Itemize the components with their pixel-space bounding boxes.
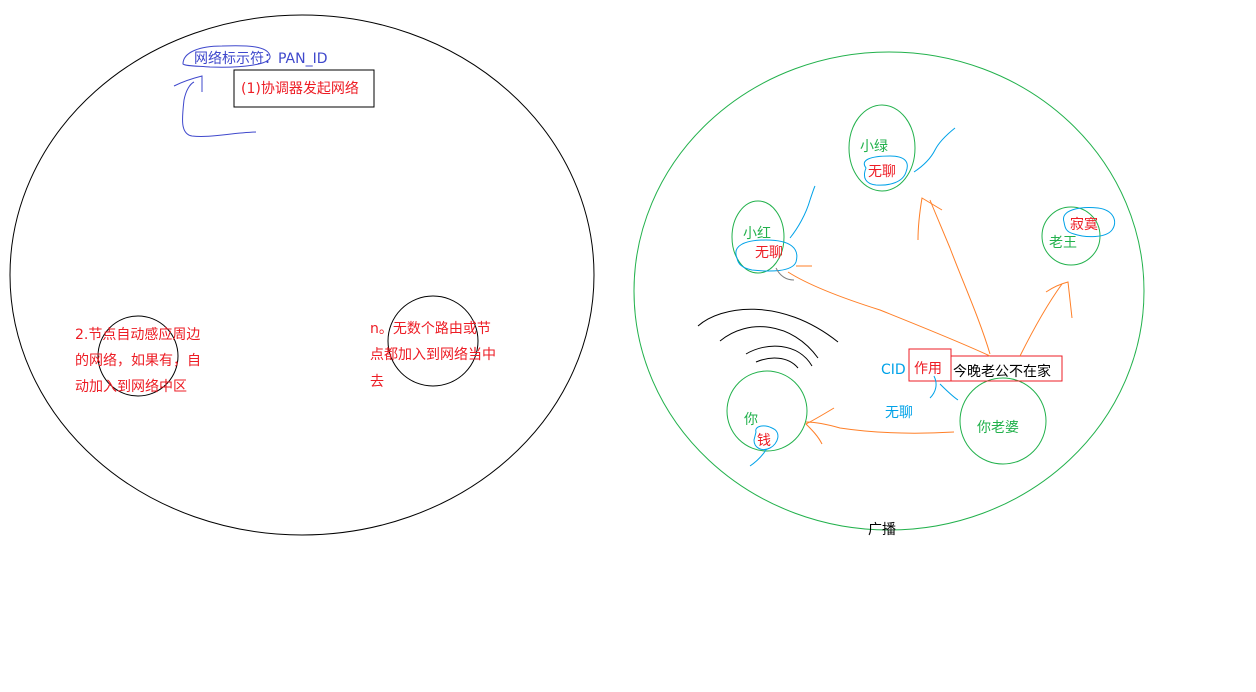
xiaohong-label: 小红 [743,226,771,242]
broadcast-boundary-ellipse [633,51,1145,531]
xiaolv-label: 小绿 [860,139,888,155]
arrow-to-you [805,421,955,434]
you-money-scribble [753,425,779,451]
signal-wave-icon [697,308,839,369]
router-note-line-3: 去 [370,374,384,390]
xiaohong-circle [731,200,785,274]
wife-circle [959,377,1047,465]
pan-id-label: 网络标示符：PAN_ID [194,51,328,67]
arrow-to-you-head [805,407,835,445]
arrow-to-xiaolv-head [917,197,943,241]
wife-mood-label: 无聊 [885,405,913,421]
coordinator-label: (1)协调器发起网络 [241,81,359,97]
xiaohong-antenna [789,185,816,239]
cid-label: CID [881,362,906,378]
xiaohong-tail [775,267,795,281]
coordinator-box [233,69,375,108]
end-node-note-line-1: 2.节点自动感应周边 [75,326,200,343]
end-node-note-line-3: 动加入到网络中区 [75,379,187,395]
end-node-circle [97,315,179,397]
xiaolv-circle [848,104,916,192]
message-box [950,355,1063,382]
router-note-line-2: 点都加入到网络当中 [370,347,496,363]
you-money-tail [749,449,767,467]
arrow-to-xiaohong [787,271,991,357]
laowang-mood-scribble [1063,207,1116,238]
effect-label: 作用 [914,361,942,377]
router-note-line-1: n。无数个路由或节 [370,321,491,337]
laowang-mood: 寂寞 [1070,217,1098,233]
arrow-to-laowang-head [1045,281,1073,319]
you-money: 钱 [757,433,771,449]
wife-label: 你老婆 [977,420,1019,436]
broadcast-label: 广播 [868,522,896,538]
router-note: n。无数个路由或节 点都加入到网络当中 去 [370,321,500,390]
message-label: 今晚老公不在家 [953,363,1051,380]
end-node-note: 2.节点自动感应周边 的网络，如果有，自 动加入到网络中区 [75,326,205,395]
you-label: 你 [744,412,758,428]
coordinator-loop-arrowhead [173,75,203,92]
xiaolv-antenna [913,127,956,173]
network-boundary-ellipse [9,14,595,536]
router-node-circle [387,295,479,387]
laowang-label: 老王 [1049,235,1077,251]
xiaohong-mood-scribble [735,239,798,272]
pan-id-scribble [182,45,271,68]
you-circle [726,370,808,452]
coordinator-loop-arrow [181,81,257,137]
wife-mood-pointer [929,375,959,401]
xiaohong-mood: 无聊 [755,245,783,261]
arrow-to-xiaolv [929,199,991,355]
xiaolv-mood-scribble [863,155,908,186]
arrow-to-laowang [1019,283,1063,357]
end-node-note-line-2: 的网络，如果有，自 [75,353,201,369]
xiaolv-mood: 无聊 [868,164,896,180]
